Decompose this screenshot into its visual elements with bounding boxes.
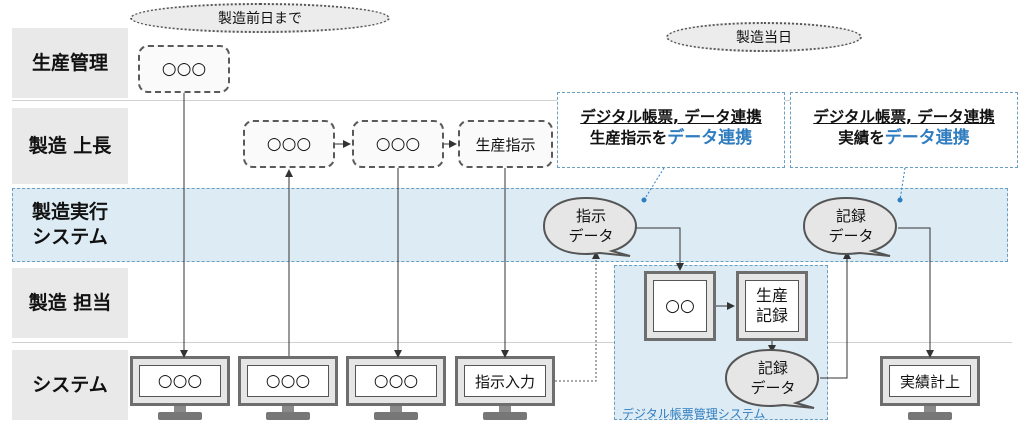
operator-device-label: ○○: [653, 280, 707, 332]
arrow-mes-record-to-results: [898, 227, 934, 358]
info-left-pointer: [643, 167, 665, 201]
digital-form-system-label: デジタル帳票管理システム: [622, 407, 766, 421]
production-record-line1: 生産: [755, 286, 788, 305]
row-separator: [12, 342, 1012, 343]
monitor-1-label: ○○○: [139, 365, 221, 397]
operator-record-data-bubble: [724, 348, 820, 409]
dotted-link-input-to-instruction-data: [555, 251, 600, 382]
before-day-oval: 製造前日まで: [130, 3, 390, 33]
row-label-manufacturing-superior: 製造 上長: [12, 108, 128, 184]
mes-record-data-text: 記録 データ: [828, 207, 874, 245]
superior-item-2: ○○○: [352, 120, 444, 168]
info-right-highlight: データ連携: [884, 128, 970, 148]
monitor-3-label: ○○○: [355, 365, 437, 397]
info-right-line1: デジタル帳票, データ連携: [813, 108, 995, 126]
row-label-production-management: 生産管理: [12, 28, 128, 98]
operator-device: ○○: [644, 271, 716, 341]
row-separator: [12, 100, 1012, 101]
info-left-line1: デジタル帳票, データ連携: [580, 108, 762, 126]
arrow-instruction-data-to-device: [632, 227, 684, 271]
production-record-form: 生産 記録: [736, 271, 808, 341]
info-box-instruction-link: デジタル帳票, データ連携 生産指示をデータ連携: [557, 92, 785, 168]
monitor-4-label: 指示入力: [464, 365, 546, 397]
info-box-results-link: デジタル帳票, データ連携 実績をデータ連携: [790, 92, 1018, 168]
superior-production-instruction: 生産指示: [458, 120, 553, 168]
production-record-line2: 記録: [755, 306, 788, 325]
mes-record-data-bubble: [802, 196, 898, 257]
row-label-manufacturing-operator: 製造 担当: [12, 268, 128, 338]
superior-item-1: ○○○: [243, 120, 335, 168]
production-management-item: ○○○: [138, 45, 230, 93]
operator-record-data-text: 記録 データ: [750, 359, 796, 397]
instruction-data-bubble: [542, 196, 638, 257]
info-right-pointer: [899, 167, 906, 201]
monitor-2-label: ○○○: [247, 365, 329, 397]
info-left-highlight: データ連携: [667, 128, 753, 148]
info-right-prefix: 実績を: [838, 129, 885, 147]
same-day-oval: 製造当日: [666, 22, 862, 52]
monitor-5-label: 実績計上: [889, 365, 971, 397]
row-label-mes: 製造実行 システム: [31, 201, 108, 248]
arrow-op-record-to-mes-record: [820, 251, 851, 379]
instruction-data-text: 指示 データ: [568, 207, 614, 245]
row-label-system: システム: [12, 350, 128, 420]
info-left-prefix: 生産指示を: [589, 129, 668, 147]
